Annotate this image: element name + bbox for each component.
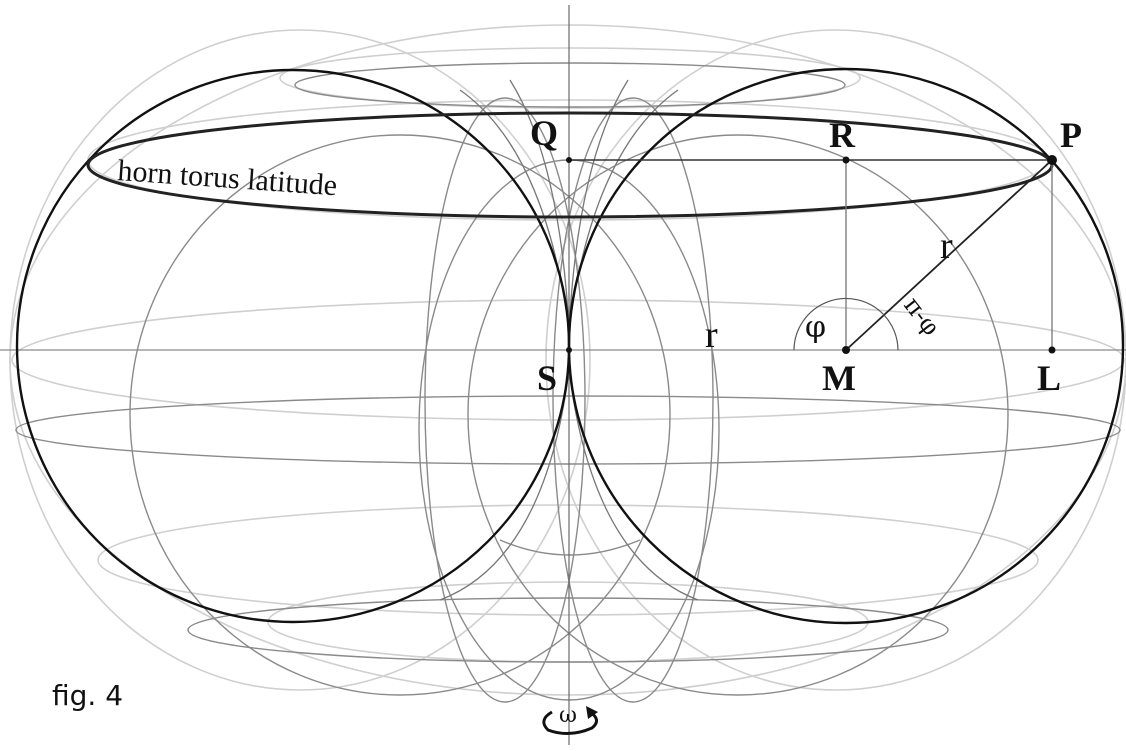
angle-pi-minus-phi-label: π-φ [898, 291, 945, 340]
faint-equator [11, 299, 1125, 421]
dot-M [842, 346, 850, 354]
dot-Q [566, 157, 572, 163]
dot-S [566, 347, 572, 353]
construction-lines [569, 159, 1053, 351]
angle-arc-phi [793, 297, 885, 351]
funnel-curve-5 [439, 369, 570, 601]
angle-phi-label: φ [805, 310, 826, 345]
funnel-curve-3 [509, 79, 570, 331]
rotation-arrow-icon [542, 710, 598, 735]
label-P: P [1060, 115, 1082, 155]
meridian-ellipse-2 [552, 97, 714, 703]
omega-label: ω [559, 703, 577, 728]
radius-label-diagonal: r [940, 225, 953, 267]
faint-wireframe [9, 24, 1126, 696]
label-M: M [822, 358, 856, 398]
point-dots [566, 155, 1057, 354]
horn-torus-latitude-label: horn torus latitude [117, 154, 339, 202]
dot-R [842, 156, 850, 164]
label-Q: Q [530, 113, 558, 153]
rotation-arrowhead-icon [586, 706, 598, 719]
rotation-symbol: ω [542, 703, 598, 735]
label-S: S [537, 358, 557, 398]
latitude-mid [15, 395, 1121, 465]
faint-latitude-top [279, 47, 861, 109]
label-R: R [829, 115, 856, 155]
meridian-ellipse-5 [467, 134, 1009, 696]
cross-section-circles [15, 67, 1125, 625]
meridian-ellipse-1 [424, 97, 586, 703]
right-cross-section-circle [567, 67, 1125, 625]
latitude-high [294, 62, 846, 108]
radius-M-P [845, 159, 1053, 351]
faint-latitude-bottom [267, 581, 869, 663]
meridian-ellipse-4 [129, 134, 671, 696]
faint-meridian-left-outer [9, 29, 591, 691]
dot-P [1047, 155, 1057, 165]
funnel-curve-4 [568, 79, 629, 331]
radius-label-horizontal: r [705, 314, 718, 356]
faint-latitude-lower [97, 504, 1039, 616]
funnel-curve-6 [568, 369, 699, 601]
figure-caption: fig. 4 [52, 679, 123, 712]
angle-arc-pi-minus-phi [883, 314, 899, 351]
latitude-low [187, 597, 949, 663]
funnel-curve-2 [568, 89, 679, 331]
faint-meridian-right-outer [545, 29, 1126, 691]
inner-tube-arc [499, 539, 641, 556]
label-L: L [1037, 358, 1061, 398]
dot-L [1048, 346, 1056, 354]
